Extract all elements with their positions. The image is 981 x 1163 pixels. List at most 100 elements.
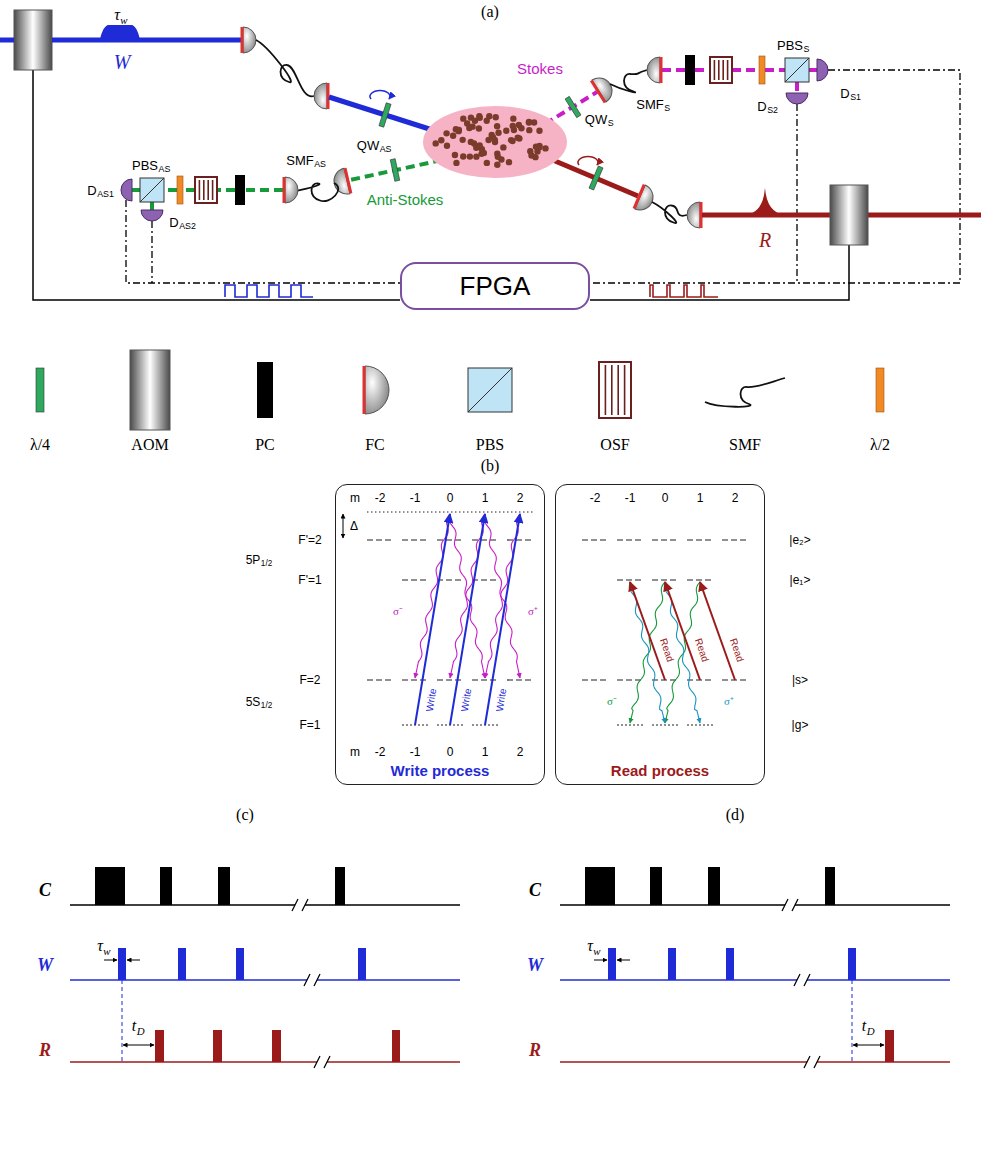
figure-label: SMF — [636, 97, 663, 112]
figure-label: D — [757, 99, 766, 114]
write-transition — [450, 514, 485, 725]
figure-label: QW — [357, 138, 379, 153]
time-axis — [795, 904, 950, 906]
energy-level — [582, 539, 608, 540]
delay-arrow — [123, 1045, 154, 1046]
detector — [817, 59, 828, 81]
energy-level — [472, 539, 498, 540]
energy-level — [507, 679, 533, 680]
figure-label: SMF — [286, 153, 313, 168]
signal-wire — [126, 200, 400, 283]
polarization-controller-symbol — [257, 362, 273, 418]
anti-stokes-beam — [132, 188, 140, 192]
atomic-ensemble — [423, 106, 567, 178]
atom — [481, 150, 487, 156]
figure-label: σ⁻ — [607, 693, 617, 708]
quarter-wave-plate-symbol — [36, 368, 44, 412]
filter-stripe — [199, 180, 201, 200]
process-panel: Read process — [555, 484, 765, 785]
detector — [786, 93, 808, 104]
signal-wire — [590, 70, 960, 283]
axis-break — [314, 974, 320, 986]
half-wave-plate — [759, 56, 765, 84]
write-pulse — [668, 948, 676, 980]
cooling-pulse — [335, 867, 345, 905]
figure-label: R — [759, 229, 771, 252]
energy-level — [437, 579, 463, 580]
delay-arrow — [853, 1045, 884, 1046]
figure-label: Read — [728, 637, 746, 663]
quarter-wave-plate — [379, 103, 391, 127]
read-transition — [630, 582, 665, 680]
fiber-coupler — [634, 185, 657, 214]
filter-stripe — [203, 180, 205, 200]
controller-box: FPGA — [400, 262, 590, 310]
filter-stripe — [722, 60, 724, 80]
emission-wave — [449, 514, 485, 678]
figure-label: 5S — [246, 695, 261, 709]
time-axis — [317, 979, 460, 981]
virtual-level — [367, 512, 533, 513]
atom — [516, 122, 522, 128]
filter-stripe — [212, 180, 214, 200]
fiber-coupler-lens — [363, 366, 366, 414]
fiber-coupler-lens — [591, 81, 605, 103]
fiber-coupler — [591, 73, 617, 102]
write-pulse — [118, 948, 126, 980]
energy-level — [687, 539, 713, 540]
subscript-label: 1/2 — [261, 560, 272, 568]
energy-level — [507, 539, 533, 540]
atom — [444, 142, 450, 148]
axis-break — [794, 974, 800, 986]
fiber-coupler-body — [592, 73, 617, 102]
figure-label: 0 — [447, 491, 454, 505]
time-axis — [70, 979, 307, 981]
filter-stripe — [714, 60, 716, 80]
pulse-train — [650, 285, 718, 297]
write-pulse — [726, 948, 734, 980]
polarization-controller — [685, 55, 695, 85]
single-mode-fiber — [295, 183, 338, 201]
legend-label: AOM — [131, 436, 168, 454]
figure-label: F=2 — [299, 673, 320, 687]
emission-wave — [629, 582, 665, 723]
fiber-coupler-body — [314, 83, 327, 109]
figure-label: t — [862, 1017, 866, 1035]
figure-label: τ — [97, 937, 103, 955]
write-transition — [485, 514, 520, 725]
atom — [477, 114, 483, 120]
figure-label: 2 — [517, 745, 524, 759]
figure-label: 1 — [482, 491, 489, 505]
detector-body — [817, 59, 828, 81]
atom — [453, 160, 459, 166]
fiber-coupler — [364, 366, 389, 414]
figure-label: PBS — [132, 158, 158, 173]
subscript-label: AS2 — [179, 222, 196, 231]
legend-label: λ/2 — [870, 436, 890, 454]
polarizing-beam-splitter — [785, 58, 809, 82]
figure-label: F'=1 — [298, 573, 321, 587]
figure-label: -1 — [410, 745, 421, 759]
atom — [484, 118, 490, 124]
single-mode-fiber — [610, 70, 647, 92]
fiber-coupler — [687, 202, 701, 228]
quarter-wave-plate — [589, 166, 603, 190]
figure-label: D — [87, 183, 96, 198]
energy-level — [687, 579, 713, 580]
filter-stripe — [207, 180, 209, 200]
energy-level — [617, 579, 643, 580]
figure-label: |e₂> — [789, 533, 810, 547]
fiber-coupler-lens — [241, 27, 244, 53]
figure-label: |e₁> — [790, 573, 811, 587]
legend-label: FC — [365, 436, 385, 454]
atom — [459, 137, 465, 143]
splitter-diagonal — [140, 178, 164, 202]
read-transition — [665, 582, 700, 680]
energy-level — [617, 539, 643, 540]
anti-stokes-beam — [150, 202, 154, 210]
fiber-coupler-lens — [634, 185, 644, 209]
delay-guide — [852, 980, 853, 1062]
stokes-beam — [765, 68, 785, 72]
subscript-label: D — [137, 1026, 145, 1037]
figure-label: 0 — [662, 491, 669, 505]
